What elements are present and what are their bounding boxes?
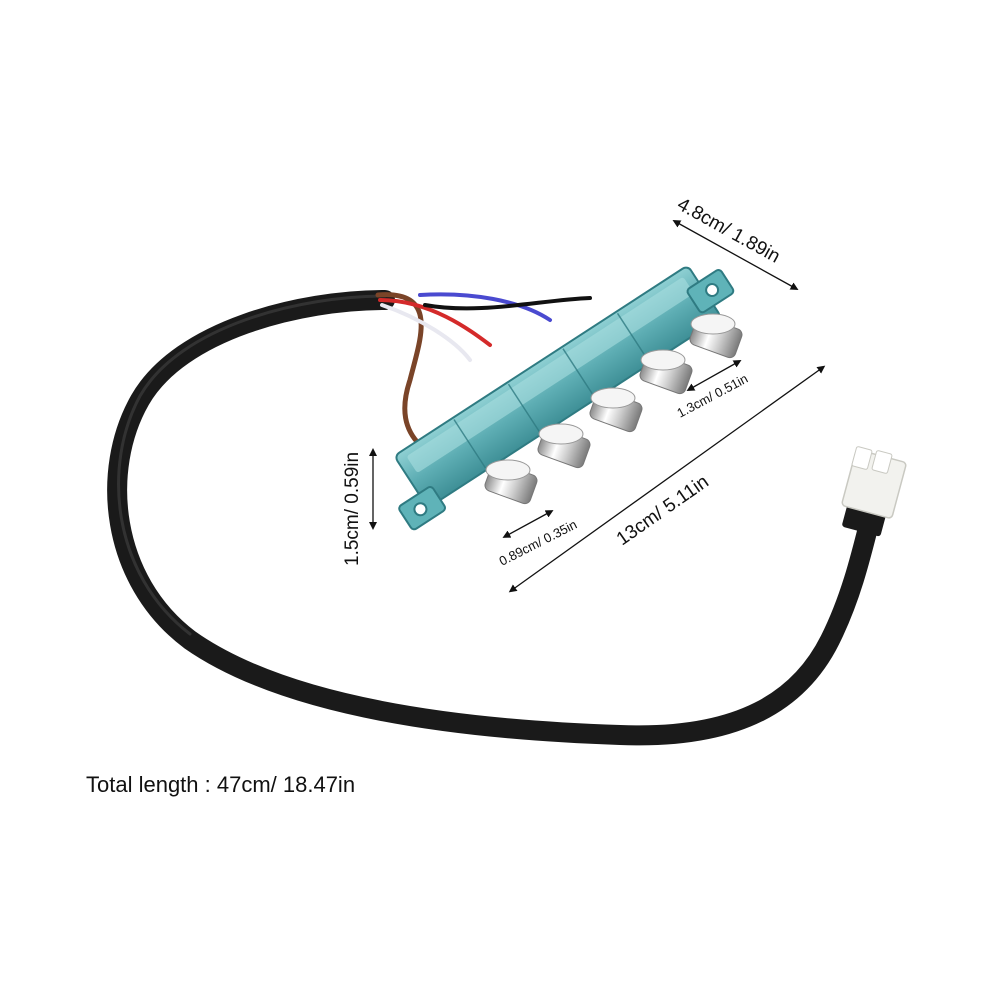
push-button (589, 387, 643, 433)
board-width-label: 4.8cm/ 1.89in (674, 194, 784, 268)
push-button (689, 313, 743, 359)
board-height-label: 1.5cm/ 0.59in (342, 452, 363, 566)
board-length-label: 13cm/ 5.11in (613, 471, 713, 550)
cable (107, 290, 880, 746)
push-button (484, 459, 538, 505)
connector-plug (841, 446, 907, 537)
push-button (639, 349, 693, 395)
dimension-lines (369, 220, 826, 593)
total-length-caption: Total length : 47cm/ 18.47in (86, 772, 356, 797)
wires (375, 292, 592, 448)
button-diameter-label: 0.89cm/ 0.35in (497, 517, 580, 569)
push-button (537, 423, 591, 469)
